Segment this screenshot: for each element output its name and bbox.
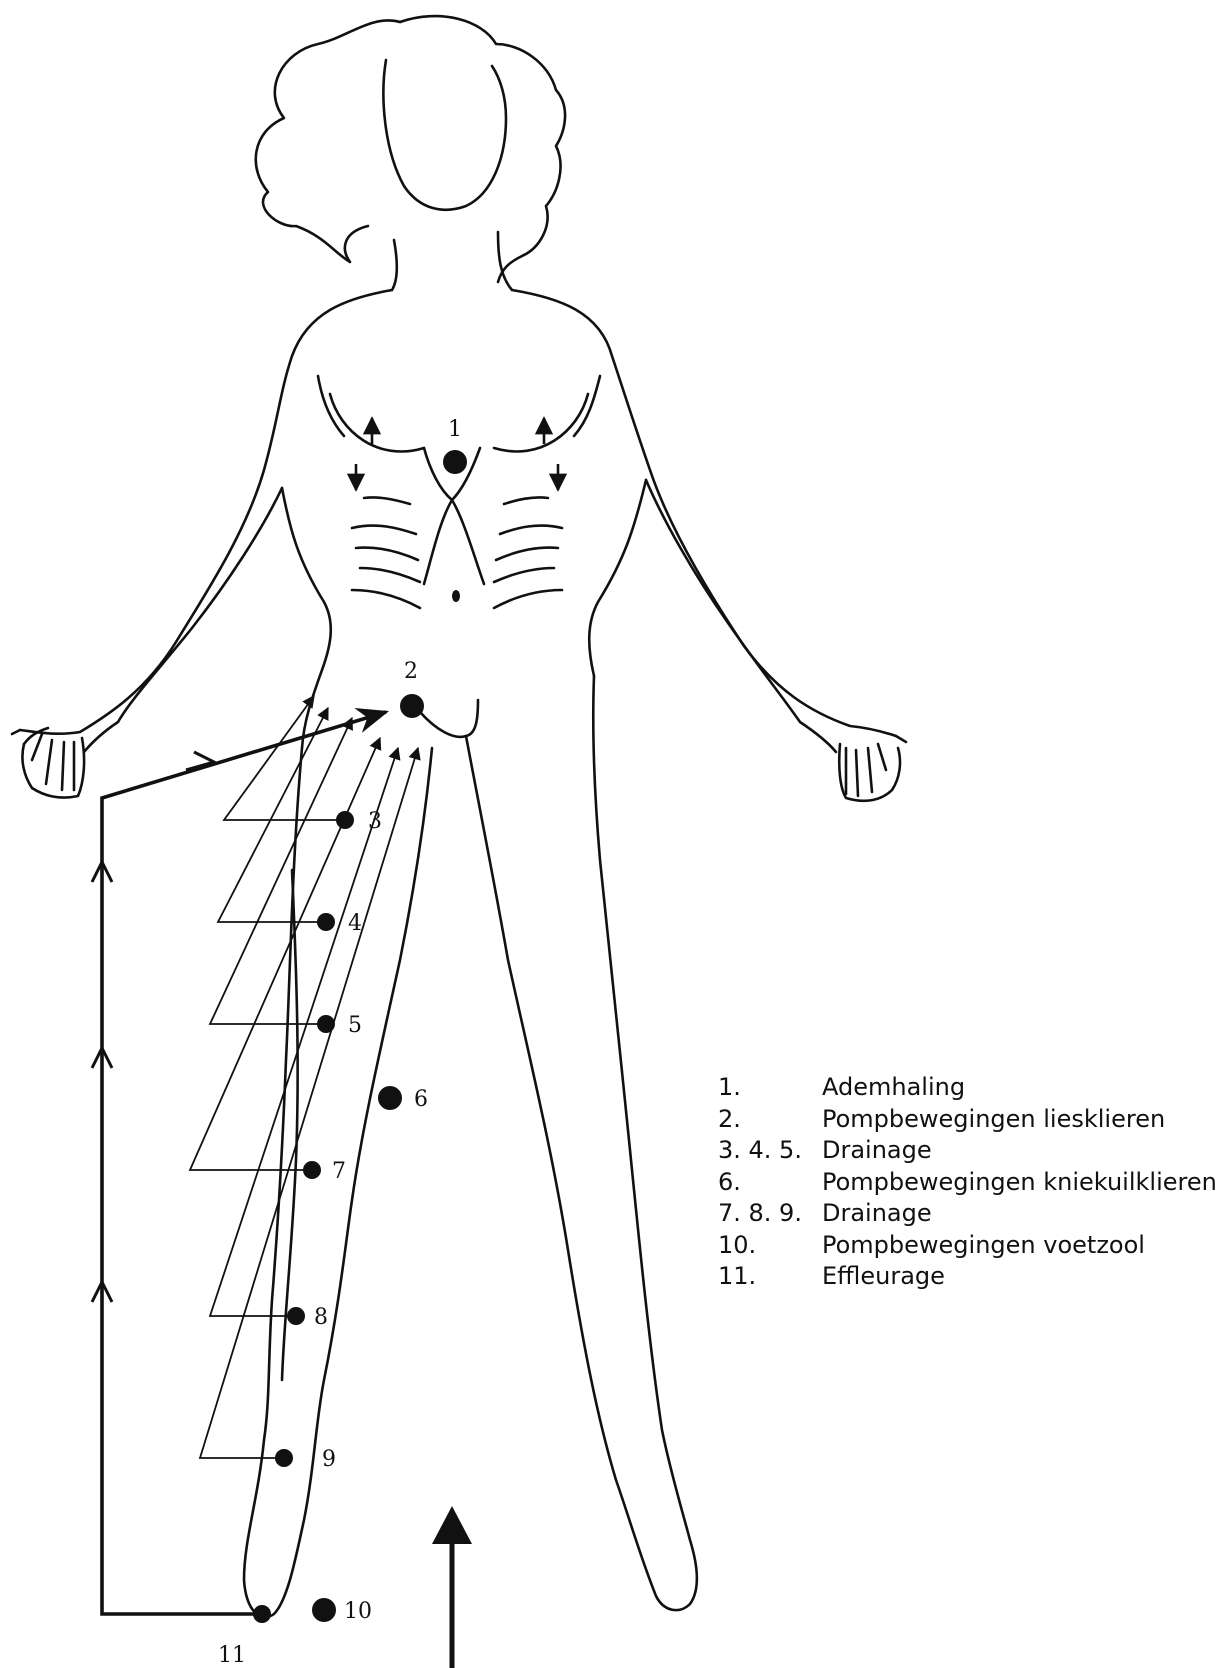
legend-item: 3. 4. 5. Drainage — [718, 1135, 1217, 1167]
legend-number: 11. — [718, 1261, 822, 1293]
legend-item: 6. Pompbewegingen kniekuilklieren — [718, 1167, 1217, 1199]
marker-label-7: 7 — [332, 1159, 346, 1184]
legend-number: 3. 4. 5. — [718, 1135, 822, 1167]
legend-text: Pompbewegingen liesklieren — [822, 1104, 1165, 1136]
legend: 1. Ademhaling 2. Pompbewegingen liesklie… — [718, 1072, 1217, 1293]
legend-text: Ademhaling — [822, 1072, 965, 1104]
legend-text: Pompbewegingen kniekuilklieren — [822, 1167, 1217, 1199]
legend-item: 10. Pompbewegingen voetzool — [718, 1230, 1217, 1262]
legend-number: 6. — [718, 1167, 822, 1199]
marker-label-10: 10 — [344, 1599, 372, 1624]
marker-label-1: 1 — [448, 417, 462, 442]
marker-label-2: 2 — [404, 659, 418, 684]
legend-number: 2. — [718, 1104, 822, 1136]
legend-item: 2. Pompbewegingen liesklieren — [718, 1104, 1217, 1136]
drainage-lines — [190, 696, 418, 1458]
direction-arrow — [432, 1506, 472, 1668]
legend-text: Pompbewegingen voetzool — [822, 1230, 1145, 1262]
marker-label-5: 5 — [348, 1013, 362, 1038]
marker-label-9: 9 — [322, 1447, 336, 1472]
legend-text: Drainage — [822, 1198, 932, 1230]
marker-label-8: 8 — [314, 1305, 328, 1330]
legend-item: 1. Ademhaling — [718, 1072, 1217, 1104]
legend-number: 10. — [718, 1230, 822, 1262]
marker-label-3: 3 — [368, 809, 382, 834]
legend-item: 7. 8. 9. Drainage — [718, 1198, 1217, 1230]
marker-label-11: 11 — [218, 1643, 246, 1668]
body-outline — [12, 16, 906, 1617]
marker-label-6: 6 — [414, 1087, 428, 1112]
legend-number: 1. — [718, 1072, 822, 1104]
legend-text: Effleurage — [822, 1261, 945, 1293]
legend-number: 7. 8. 9. — [718, 1198, 822, 1230]
marker-label-4: 4 — [348, 911, 362, 936]
legend-text: Drainage — [822, 1135, 932, 1167]
legend-item: 11. Effleurage — [718, 1261, 1217, 1293]
